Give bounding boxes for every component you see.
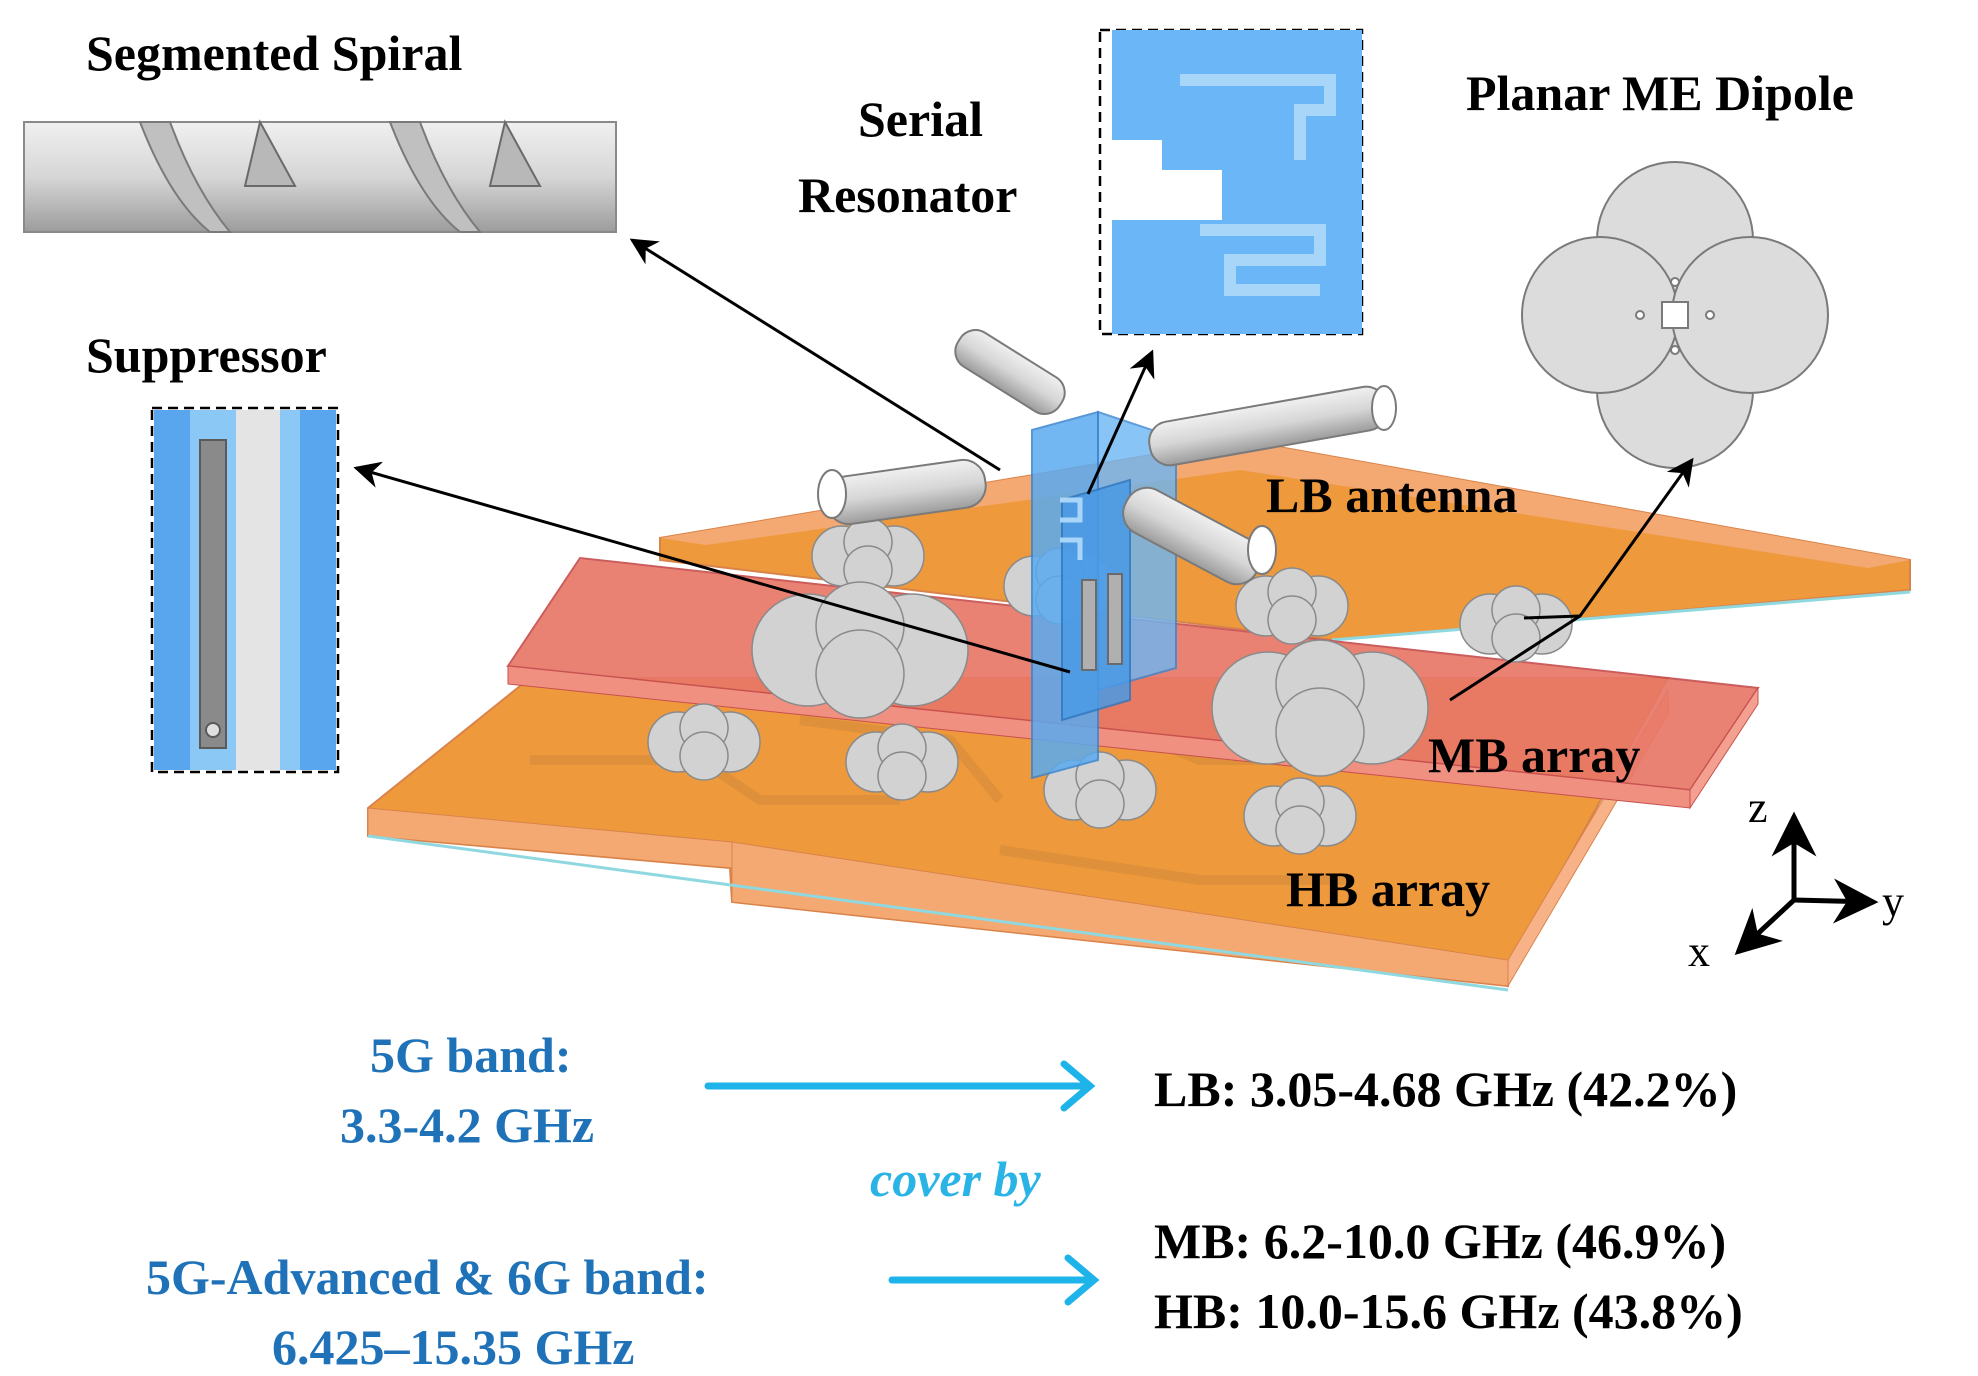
- band-5g-line1: 5G band:: [370, 1027, 571, 1083]
- coordinate-axes: [1734, 811, 1879, 956]
- serial-resonator-label-line1: Serial: [858, 91, 983, 147]
- mb-array-label: MB array: [1428, 727, 1640, 783]
- cover-by-label: cover by: [870, 1151, 1042, 1207]
- mb-band-text: MB: 6.2-10.0 GHz (46.9%): [1154, 1213, 1726, 1269]
- lb-antenna-blue-boards: [1031, 410, 1177, 780]
- callout-arrows: [353, 238, 1694, 702]
- serial-resonator-label-line2: Resonator: [798, 167, 1017, 223]
- band-adv-line2: 6.425–15.35 GHz: [272, 1319, 634, 1375]
- serial-resonator-inset: [1098, 28, 1364, 336]
- segmented-spiral-label: Segmented Spiral: [86, 25, 463, 81]
- axis-y-label: y: [1882, 877, 1904, 926]
- planar-me-dipole-label: Planar ME Dipole: [1466, 65, 1854, 121]
- hb-array-label: HB array: [1286, 861, 1490, 917]
- axis-x-label: x: [1688, 927, 1710, 976]
- lb-band-text: LB: 3.05-4.68 GHz (42.2%): [1154, 1061, 1737, 1117]
- axis-z-label: z: [1748, 783, 1768, 832]
- band-adv-line1: 5G-Advanced & 6G band:: [146, 1249, 709, 1305]
- planar-me-dipole-inset: [1521, 161, 1829, 469]
- hb-band-text: HB: 10.0-15.6 GHz (43.8%): [1154, 1283, 1743, 1339]
- coverage-arrows: [704, 1060, 1100, 1306]
- band-5g-line2: 3.3-4.2 GHz: [340, 1097, 594, 1153]
- large-dipoles: [751, 581, 1429, 777]
- lb-antenna-spirals: [817, 329, 1397, 586]
- suppressor-label: Suppressor: [86, 327, 327, 383]
- segmented-spiral-inset: [23, 119, 617, 233]
- suppressor-inset: [150, 406, 340, 774]
- lb-antenna-label: LB antenna: [1266, 467, 1517, 523]
